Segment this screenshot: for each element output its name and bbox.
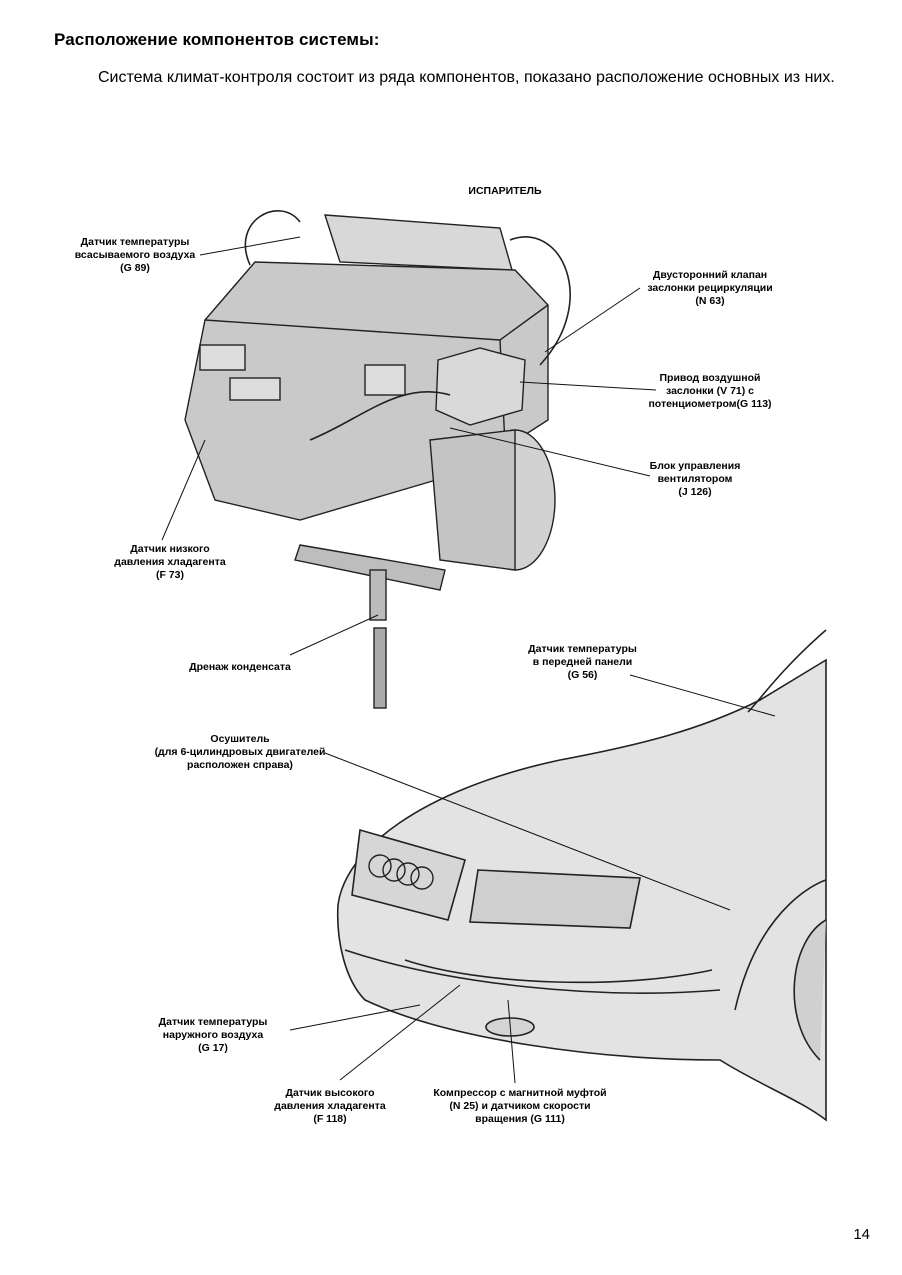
car-illustration <box>336 629 827 1122</box>
page-heading: Расположение компонентов системы: <box>54 30 380 49</box>
label-compressor: Компрессор с магнитной муфтой (N 25) и д… <box>433 1087 607 1125</box>
label-dryer: Осушитель (для 6-цилиндровых двигателей … <box>154 733 326 771</box>
label-fan-control-unit: Блок управления вентилятором (J 126) <box>649 460 741 498</box>
label-dash-temp-sensor: Датчик температуры в передней панели (G … <box>528 643 637 681</box>
label-evaporator: ИСПАРИТЕЛЬ <box>468 185 542 197</box>
page-number: 14 <box>853 1226 870 1243</box>
intro-text: Система климат-контроля состоит из ряда … <box>98 69 835 86</box>
label-intake-temp-sensor: Датчик температуры всасываемого воздуха … <box>74 236 196 274</box>
leader-lines <box>161 236 776 1084</box>
label-high-pressure-sensor: Датчик высокого давления хладагента (F 1… <box>274 1087 386 1125</box>
label-air-flap-drive: Привод воздушной заслонки (V 71) с потен… <box>648 372 772 410</box>
label-outside-temp-sensor: Датчик температуры наружного воздуха (G … <box>158 1016 268 1054</box>
evaporator-illustration <box>184 214 556 709</box>
label-low-pressure-sensor: Датчик низкого давления хладагента (F 73… <box>114 543 226 581</box>
label-recirc-valve: Двусторонний клапан заслонки рециркуляци… <box>647 269 773 307</box>
label-condensate-drain: Дренаж конденсата <box>189 661 291 673</box>
